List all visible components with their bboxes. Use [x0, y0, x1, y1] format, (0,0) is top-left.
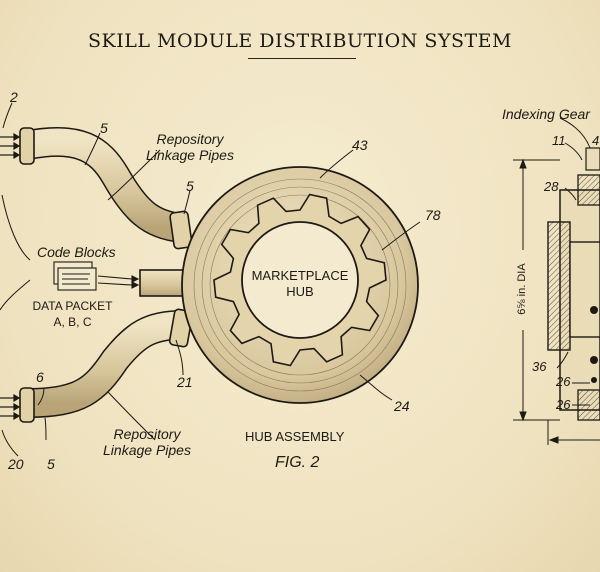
ref-28: 28 [544, 179, 559, 194]
ref-78: 78 [425, 207, 441, 223]
code-flow-arrows [97, 275, 140, 289]
repository-pipes-label-bottom: Repository Linkage Pipes [92, 426, 202, 458]
ref-4: 4 [592, 133, 600, 148]
ref-20: 20 [8, 456, 24, 472]
gear-ring [213, 193, 387, 367]
ref-36: 36 [532, 359, 547, 374]
dimension-lines [513, 117, 600, 445]
code-block-stack [53, 261, 97, 291]
ref-24: 24 [394, 398, 410, 414]
data-packet-label-line1: DATA PACKET [32, 299, 113, 313]
ref-21: 21 [177, 374, 193, 390]
figure-number: FIG. 2 [275, 454, 320, 471]
hub-assembly-caption: HUB ASSEMBLY [245, 429, 345, 444]
repository-pipes-label-bottom-line1: Repository [113, 426, 181, 442]
repository-pipes-label-top-line1: Repository [156, 131, 224, 147]
outlet-arrows [0, 132, 21, 421]
data-packet-label-line2: A, B, C [53, 315, 92, 329]
ref-43: 43 [352, 137, 368, 153]
ref-26-lower: 26 [556, 397, 571, 412]
marketplace-hub-label: MARKETPLACE HUB [245, 268, 355, 300]
top-repository-pipe [25, 126, 184, 243]
gear-section-view [547, 147, 600, 421]
bottom-repository-pipe [27, 310, 183, 418]
indexing-gear-label: Indexing Gear [502, 106, 590, 122]
code-blocks-label: Code Blocks [37, 244, 116, 260]
repository-pipes-label-top-line2: Linkage Pipes [146, 147, 234, 163]
ref-2: 2 [10, 89, 18, 105]
data-packet-label: DATA PACKET A, B, C [20, 298, 125, 330]
ref-5-bottom: 5 [47, 456, 55, 472]
leader-lines [0, 102, 421, 457]
diameter-dimension-label: 6⅝ in. DIA [516, 263, 528, 315]
ref-11: 11 [552, 133, 566, 148]
repository-pipes-label-bottom-line2: Linkage Pipes [103, 442, 191, 458]
ref-5-top: 5 [100, 120, 108, 136]
marketplace-hub-label-line2: HUB [286, 284, 314, 299]
ref-26-upper: 26 [556, 374, 571, 389]
marketplace-hub-label-line1: MARKETPLACE [251, 268, 349, 283]
ref-6: 6 [36, 369, 44, 385]
title-underline [248, 58, 356, 59]
repository-pipes-label-top: Repository Linkage Pipes [140, 131, 240, 163]
ref-5-mid: 5 [186, 178, 194, 194]
drawing-title: SKILL MODULE DISTRIBUTION SYSTEM [88, 30, 512, 52]
